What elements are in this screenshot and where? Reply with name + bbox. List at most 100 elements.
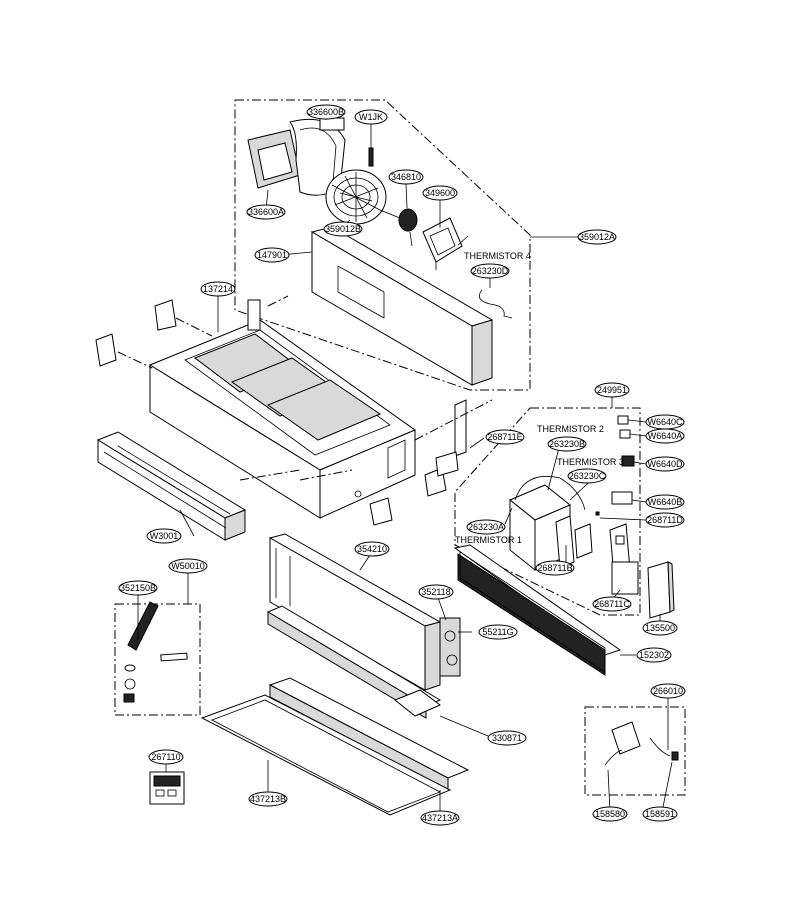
front-grille [453, 544, 636, 676]
part-label-268711D: 268711D [645, 512, 685, 528]
part-number: 336600B [308, 107, 344, 117]
part-label-352118: 352118 [418, 584, 454, 600]
part-number: W50010 [171, 561, 205, 571]
part-label-268711E: 268711E [485, 429, 525, 445]
part-label-263230D: 263230D [470, 263, 510, 279]
part-number: 158580 [595, 809, 625, 819]
main-cabinet [148, 299, 467, 519]
hanger-bracket-left [95, 299, 177, 367]
part-number: W3001 [150, 531, 179, 541]
part-number: 158591 [645, 809, 675, 819]
part-label-268711B: 268711B [535, 560, 575, 576]
part-number: 249951 [597, 385, 627, 395]
part-number: 354210 [357, 544, 387, 554]
part-number: 137214 [203, 284, 233, 294]
assembly-guide-lines [117, 295, 493, 481]
part-number: 267110 [151, 752, 180, 762]
thermistor-4-wire [478, 289, 513, 319]
part-label-263230A: 263230A [466, 519, 506, 535]
part-number: 349600 [425, 188, 455, 198]
wired-remote-controller [149, 771, 185, 805]
part-label-249951: 249951 [594, 382, 630, 398]
part-number: 346810 [391, 172, 421, 182]
part-label-152302: 152302 [636, 647, 672, 663]
terminal-blocks [595, 415, 635, 516]
part-number: W6640A [648, 431, 683, 441]
part-label-W6640B: W6640B [645, 494, 685, 510]
part-number: 437213B [250, 794, 286, 804]
part-number: 152302 [639, 650, 669, 660]
part-number: 263230A [468, 522, 504, 532]
part-label-263230C: 263230C [567, 468, 607, 484]
part-number: 263230C [569, 471, 606, 481]
part-number: 268711C [594, 599, 630, 609]
part-number: 268711D [647, 515, 683, 525]
part-number: 352150B [120, 583, 156, 593]
accessory-kit [123, 601, 188, 703]
part-label-268711C: 268711C [592, 596, 632, 612]
thermistor-1-caption: THERMISTOR 1 [455, 535, 522, 545]
part-label-135500: 135500 [642, 620, 678, 636]
part-number: 263230B [549, 439, 585, 449]
part-label-W50010: W50010 [168, 558, 208, 574]
part-label-267110: 267110 [148, 749, 184, 765]
thermistor-3-caption: THERMISTOR 3 [557, 457, 624, 467]
part-label-266010: 266010 [650, 683, 686, 699]
heat-exchanger-coil [268, 533, 442, 691]
part-label-158591: 158591 [642, 806, 678, 822]
part-label-349600: 349600 [422, 185, 458, 201]
coil-piping [439, 617, 461, 677]
part-label-336600B: 336600B [306, 104, 346, 120]
thermistor-4-label: THERMISTOR 4 [464, 251, 531, 261]
part-label-336600A: 336600A [246, 204, 286, 220]
part-number: W6640B [648, 497, 683, 507]
part-label-W6640D: W6640D [645, 456, 685, 472]
fan-motor [379, 208, 418, 247]
part-number: 266010 [653, 686, 683, 696]
part-number: 359012A [579, 232, 615, 242]
part-label-W6640C: W6640C [645, 414, 685, 430]
part-label-137214: 137214 [200, 281, 236, 297]
control-box-cover [647, 561, 675, 619]
air-filter-frame [96, 431, 247, 541]
pcb-boards [555, 515, 639, 595]
part-label-263230B: 263230B [547, 436, 587, 452]
fan-wheel [325, 169, 387, 225]
part-label-437213A: 437213A [420, 810, 460, 826]
part-label-55211G: 55211G [478, 624, 518, 640]
part-number: W6640C [647, 417, 683, 427]
part-label-W3001: W3001 [146, 528, 182, 544]
thermistor-1-label: THERMISTOR 1 [455, 535, 522, 545]
screw-w1jk [368, 124, 374, 167]
drain-pump-outline [584, 706, 686, 796]
part-number: W6640D [647, 459, 683, 469]
part-label-437213B: 437213B [248, 791, 288, 807]
part-label-359012A: 359012A [577, 229, 617, 245]
part-label-352150B: 352150B [118, 580, 158, 596]
drain-pump [604, 721, 679, 766]
drain-pan [266, 605, 489, 737]
control-box-outline [454, 397, 641, 616]
thermistor-2-label: THERMISTOR 2 [537, 424, 604, 434]
part-number: 437213A [422, 813, 458, 823]
part-number: 330871 [492, 733, 522, 743]
motor-bracket [422, 217, 469, 270]
part-number: 135500 [645, 623, 675, 633]
accessory-kit-outline [114, 572, 201, 716]
part-label-W6640A: W6640A [645, 428, 685, 444]
blower-housing [247, 117, 346, 196]
part-number: 352118 [421, 587, 450, 597]
part-label-147901: 147901 [254, 247, 290, 263]
hanger-bracket-right [369, 451, 459, 526]
part-label-354210: 354210 [354, 541, 390, 557]
part-label-359012B: 359012B [323, 221, 363, 237]
part-label-330871: 330871 [487, 730, 527, 746]
thermistor-3-label: THERMISTOR 3 [557, 457, 624, 467]
part-number: 263230D [472, 266, 509, 276]
blower-assembly-outline [234, 99, 578, 391]
part-number: 268711B [537, 563, 572, 573]
thermistor-2-caption: THERMISTOR 2 [537, 424, 604, 434]
part-number: 336600A [248, 207, 284, 217]
thermistor-4-caption: THERMISTOR 4 [464, 251, 531, 261]
